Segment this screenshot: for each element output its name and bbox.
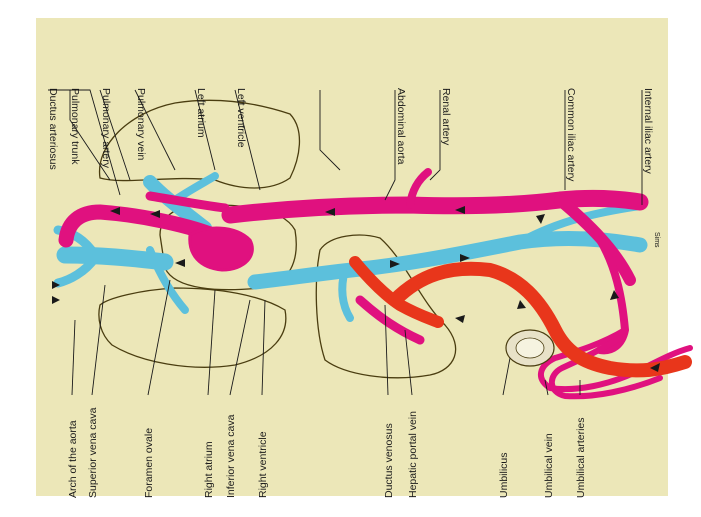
heart-chamber-fill (190, 228, 253, 270)
label-umbilicus: Umbilicus (498, 452, 510, 498)
flow-arrow-icon (455, 315, 465, 323)
label-left-atrium: Left atrium (195, 88, 207, 138)
label-hepatic-portal-vein: Hepatic portal vein (407, 411, 419, 498)
label-right-ventricle: Right ventricle (257, 431, 269, 498)
label-foramen-ovale: Foramen ovale (143, 428, 155, 498)
leader-line (262, 300, 265, 395)
leader-line (230, 300, 250, 395)
label-umbilical-arteries: Umbilical arteries (575, 417, 587, 498)
flow-arrow-icon (52, 296, 60, 304)
label-umbilical-vein: Umbilical vein (543, 433, 555, 498)
label-superior-vena-cava: Superior vena cava (87, 407, 99, 498)
leader-line (148, 280, 170, 395)
label-abdominal-aorta: Abdominal aorta (395, 88, 407, 165)
leader-line (320, 90, 340, 170)
umbilicus-ring (506, 330, 554, 366)
label-pulmonary-artery: Pulmonary artery (100, 88, 112, 169)
leader-line (92, 285, 105, 395)
label-left-ventricle: Left ventricle (235, 88, 247, 148)
leader-line (430, 90, 440, 180)
label-pulmonary-vein: Pulmonary vein (135, 88, 147, 161)
ductus-arteriosus-vessel (150, 196, 225, 208)
label-arch-of-aorta: Arch of the aorta (67, 420, 79, 498)
label-inferior-vena-cava: Inferior vena cava (225, 414, 237, 498)
label-internal-iliac-artery: Internal iliac artery (642, 88, 654, 175)
leader-line (72, 320, 75, 395)
flow-arrow-icon (536, 214, 545, 224)
flow-arrow-icon (175, 259, 185, 267)
pulmonary-artery-vessel-upper (175, 176, 215, 200)
flow-arrow-icon (517, 300, 526, 309)
label-ductus-arteriosus: Ductus arteriosus (47, 88, 59, 170)
leader-line (385, 90, 395, 200)
label-right-atrium: Right atrium (203, 441, 215, 498)
artist-signature: Sims (653, 232, 660, 248)
right-lung-outline (99, 288, 286, 367)
label-renal-artery: Renal artery (440, 88, 452, 146)
label-common-iliac-artery: Common iliac artery (565, 88, 577, 182)
leader-line (208, 290, 215, 395)
leader-line (503, 358, 510, 395)
label-pulmonary-trunk: Pulmonary trunk (69, 88, 81, 165)
label-ductus-venosus: Ductus venosus (383, 423, 395, 498)
